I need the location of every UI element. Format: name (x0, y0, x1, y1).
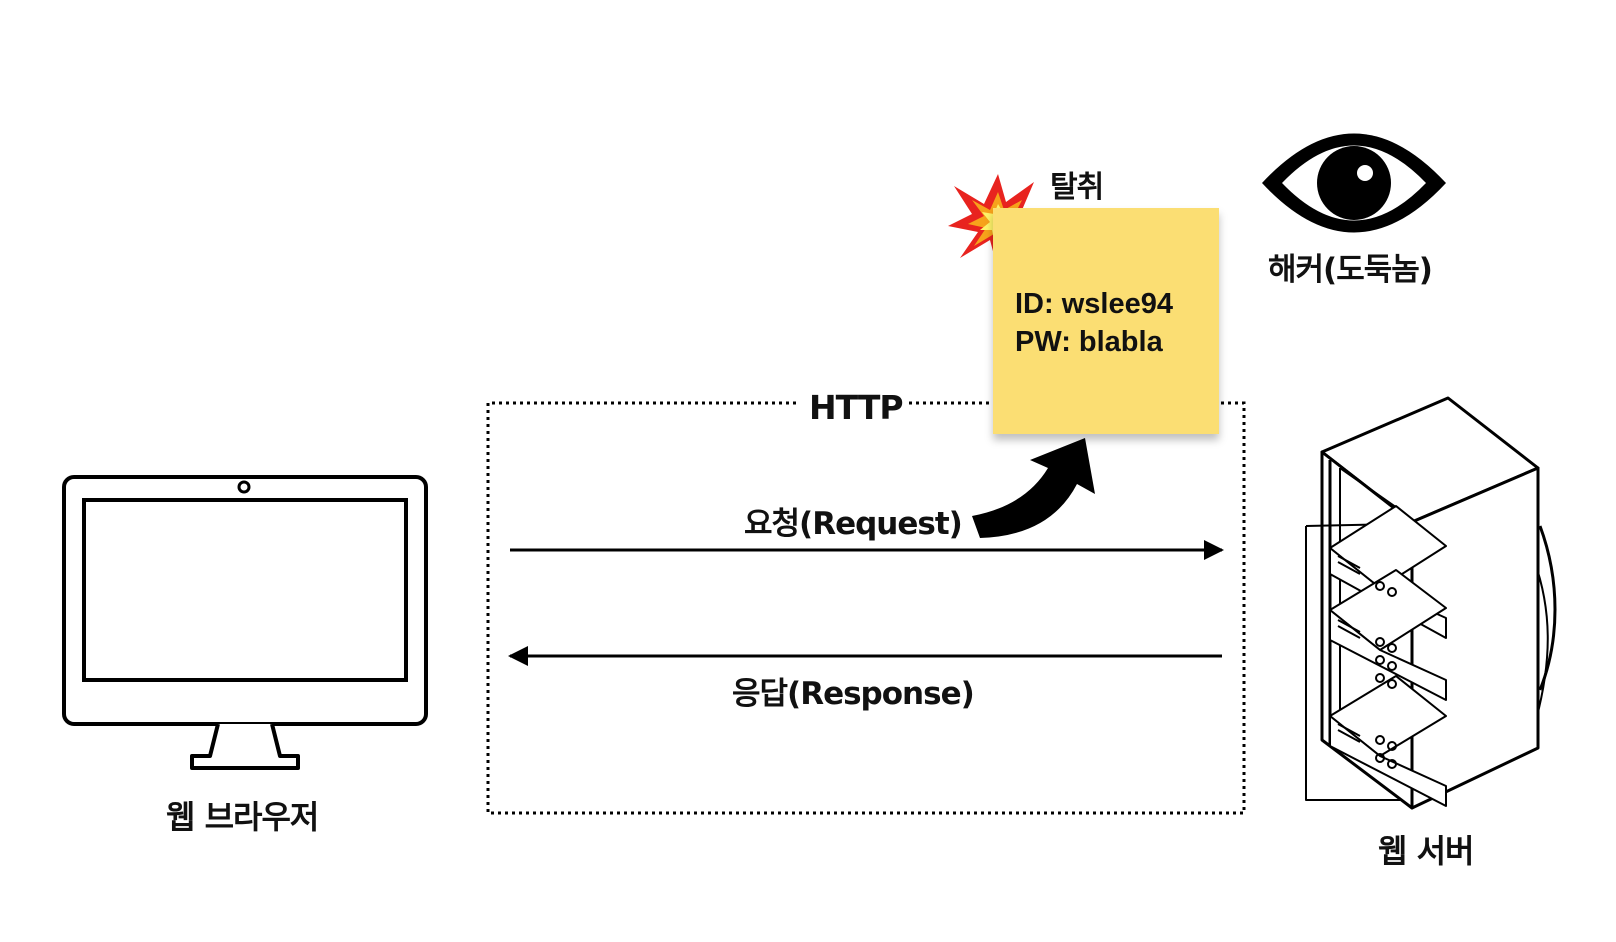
theft-label: 탈취 (1050, 170, 1104, 205)
id-text: ID: wslee94 (1015, 288, 1173, 320)
browser-label: 웹 브라우저 (166, 798, 319, 836)
request-label: 요청(Request) (744, 506, 963, 542)
curved-arrow-icon (972, 438, 1095, 538)
stolen-credentials-note: ID: wslee94 PW: blabla (993, 208, 1219, 434)
http-label: HTTP (805, 388, 907, 427)
hacker-label: 해커(도둑놈) (1268, 252, 1433, 288)
http-boundary (486, 401, 1246, 815)
response-label: 응답(Response) (732, 676, 975, 712)
eye-icon (1262, 133, 1446, 233)
pw-text: PW: blabla (1015, 326, 1163, 358)
server-label: 웹 서버 (1378, 832, 1474, 870)
server-rack-icon (1305, 396, 1557, 810)
monitor-icon (62, 475, 428, 770)
